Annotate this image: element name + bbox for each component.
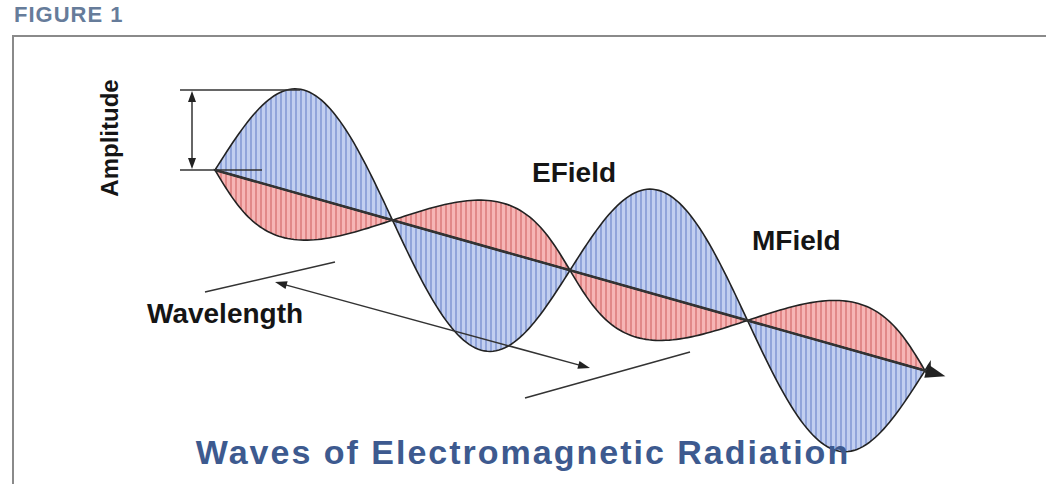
wavelength-leader xyxy=(525,352,690,398)
amplitude-label: Amplitude xyxy=(97,77,123,198)
amplitude-tick xyxy=(180,89,300,91)
propagation-axis xyxy=(215,170,930,372)
frame-line xyxy=(12,36,14,484)
wavelength-arrowhead xyxy=(577,361,590,369)
magnetic-field-lobe xyxy=(748,300,926,370)
propagation-arrowhead xyxy=(924,364,945,377)
wavelength-leader xyxy=(205,262,335,292)
amplitude-arrowhead xyxy=(188,158,196,169)
amplitude-tick xyxy=(180,169,262,171)
magnetic-field-wave xyxy=(215,170,930,376)
wavelength-label: Wavelength xyxy=(145,299,305,330)
field-label: EField xyxy=(530,158,618,189)
figure-title: FIGURE 1 xyxy=(14,3,123,27)
magnetic-field-lobe xyxy=(215,170,393,240)
field-label: MField xyxy=(750,226,843,257)
electric-field-wave xyxy=(215,89,930,452)
wavelength-arrow xyxy=(285,285,581,366)
wavelength-arrowhead xyxy=(275,281,288,289)
figure-caption: Waves of Electromagnetic Radiation xyxy=(0,434,1046,471)
magnetic-field-lobe xyxy=(393,200,571,270)
magnetic-field-lobe xyxy=(570,270,748,340)
amplitude-arrowhead xyxy=(188,91,196,102)
frame-line xyxy=(12,35,1046,37)
amplitude-arrow xyxy=(191,100,193,160)
